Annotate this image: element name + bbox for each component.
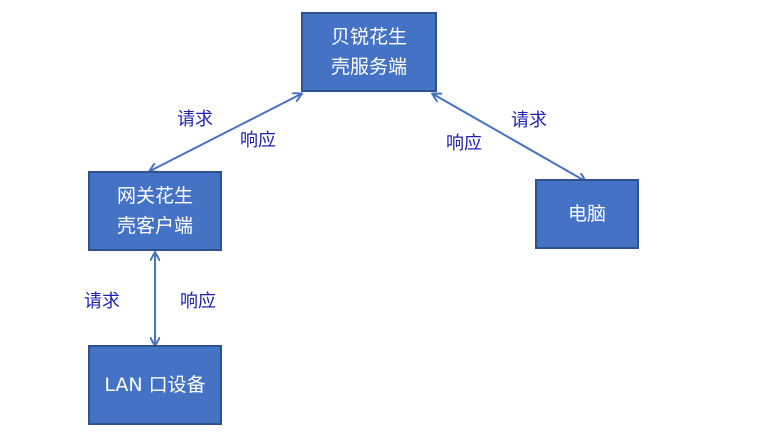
- pc-node-label: 电脑: [567, 203, 606, 225]
- server-node: 贝锐花生 壳服务端: [301, 12, 437, 92]
- lan-device-node-label: LAN 口设备: [104, 374, 206, 396]
- gateway-node: 网关花生 壳客户端: [88, 171, 222, 251]
- response-label-server-pc: 响应: [446, 133, 482, 154]
- response-label-gateway-lan: 响应: [180, 291, 216, 312]
- request-label-gateway-server: 请求: [177, 109, 213, 130]
- arrow-server-pc: [433, 94, 585, 181]
- lan-device-node: LAN 口设备: [88, 345, 222, 425]
- request-label-server-pc: 请求: [511, 110, 547, 131]
- arrow-gateway-server: [150, 94, 301, 171]
- response-label-gateway-server: 响应: [240, 130, 276, 151]
- server-node-label: 贝锐花生 壳服务端: [330, 26, 407, 78]
- pc-node: 电脑: [535, 179, 639, 249]
- gateway-node-label: 网关花生 壳客户端: [116, 185, 193, 237]
- request-label-gateway-lan: 请求: [84, 291, 120, 312]
